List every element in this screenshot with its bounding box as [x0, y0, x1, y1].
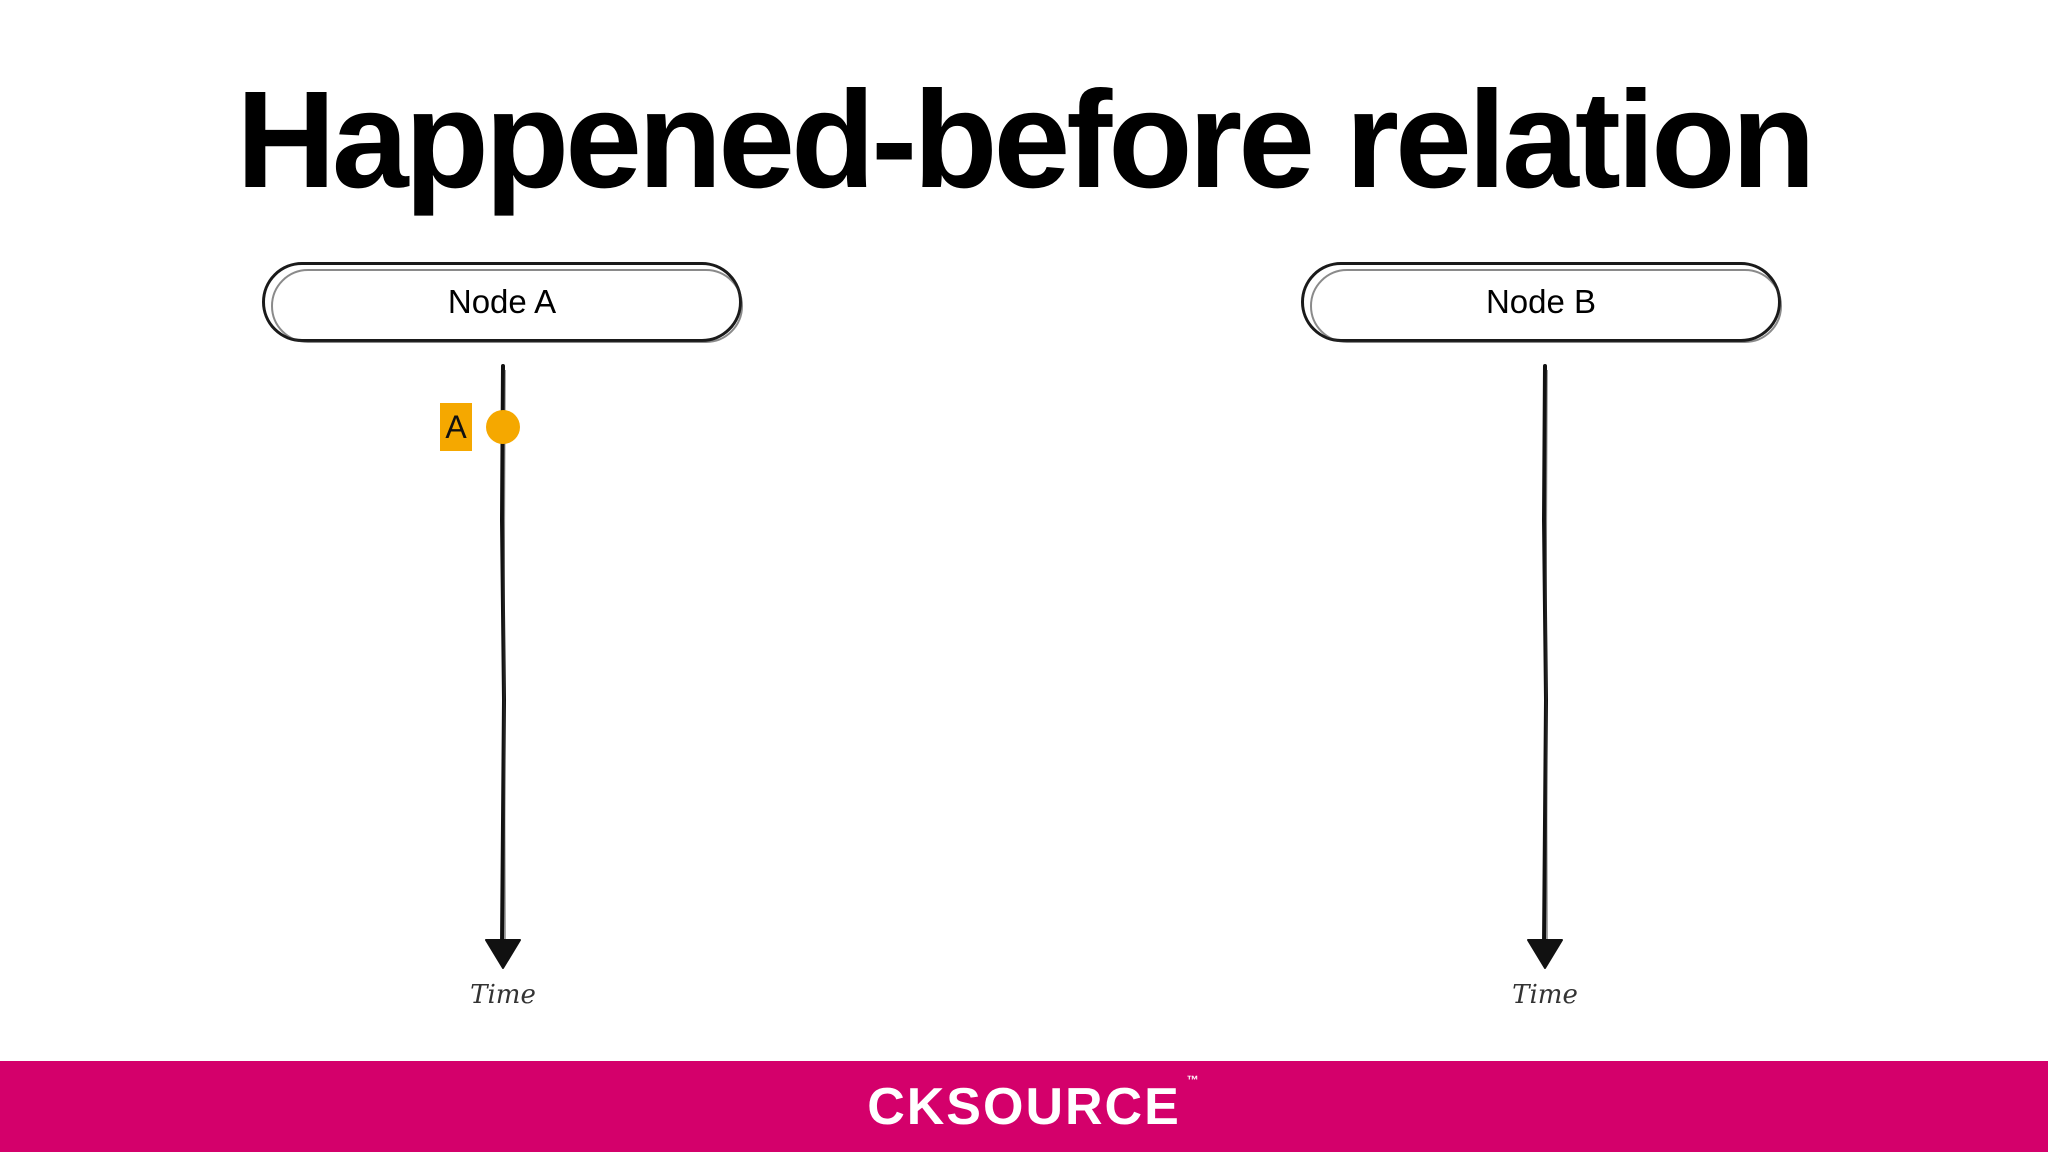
trademark-symbol: ™ — [1186, 1072, 1201, 1087]
event-a-dot — [486, 410, 520, 444]
event-a-label: A — [440, 403, 472, 451]
node-a-box: Node A — [262, 262, 743, 343]
node-a-timeline — [485, 364, 521, 969]
node-a-time-label: Time — [470, 980, 536, 1010]
node-b-time-axis — [1541, 364, 1549, 947]
node-b-box: Node B — [1301, 262, 1782, 343]
node-b-arrowhead — [1527, 939, 1563, 969]
node-a-label: Node A — [447, 283, 557, 320]
footer-bar: CKSOURCE ™ — [0, 1061, 2048, 1152]
node-a-arrowhead — [485, 939, 521, 969]
brand-name: CKSOURCE — [867, 1077, 1181, 1136]
node-b-time-label: Time — [1512, 980, 1578, 1010]
node-a-time-axis — [499, 364, 507, 947]
node-b-label: Node B — [1485, 283, 1597, 320]
brand-logo: CKSOURCE ™ — [867, 1073, 1199, 1137]
slide-title: Happened-before relation — [236, 63, 1816, 217]
node-b-timeline — [1527, 364, 1563, 969]
